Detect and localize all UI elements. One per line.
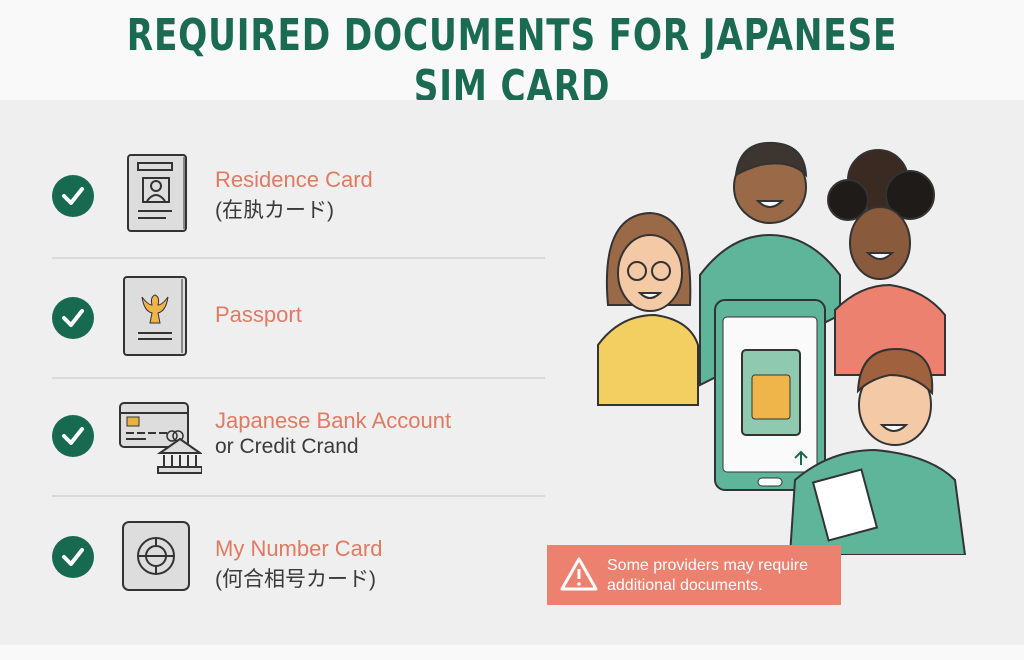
item-sublabel: or Credit Crand <box>215 435 359 458</box>
check-icon <box>52 297 94 339</box>
check-icon <box>52 175 94 217</box>
divider <box>52 377 545 379</box>
document-item-residence-card: Residence Card (在肒カード) <box>52 137 545 255</box>
divider <box>52 257 545 259</box>
residence-card-icon <box>127 154 187 232</box>
item-sublabel: (何合相号カード) <box>215 568 376 591</box>
item-label: My Number Card <box>215 536 383 561</box>
divider <box>52 495 545 497</box>
passport-icon <box>123 276 187 356</box>
bank-card-icon <box>119 402 202 474</box>
item-label: Passport <box>215 302 302 327</box>
check-icon <box>52 536 94 578</box>
document-item-passport: Passport <box>52 260 545 378</box>
alert-banner: Some providers may require additional do… <box>547 545 841 605</box>
alert-text-line1: Some providers may require <box>607 557 808 574</box>
my-number-card-icon <box>122 521 190 591</box>
footer-band <box>0 645 1024 660</box>
phone-icon <box>714 299 826 491</box>
document-item-bank-account: Japanese Bank Account or Credit Crand <box>52 379 545 497</box>
warning-icon <box>560 557 598 591</box>
person-man-front <box>788 347 967 555</box>
item-label: Residence Card <box>215 167 373 192</box>
alert-text-line2: additional documents. <box>607 577 763 594</box>
header: REQUIRED DOCUMENTS FOR JAPANESE SIM CARD <box>0 0 1024 112</box>
person-woman-left <box>597 211 699 406</box>
document-item-my-number-card: My Number Card (何合相号カード) <box>52 498 545 616</box>
page-title: REQUIRED DOCUMENTS FOR JAPANESE SIM CARD <box>126 10 898 112</box>
people-with-phone-illustration <box>597 141 967 555</box>
check-icon <box>52 415 94 457</box>
item-sublabel: (在肒カード) <box>215 199 334 222</box>
person-woman-right <box>827 149 946 376</box>
item-label: Japanese Bank Account <box>215 408 452 433</box>
